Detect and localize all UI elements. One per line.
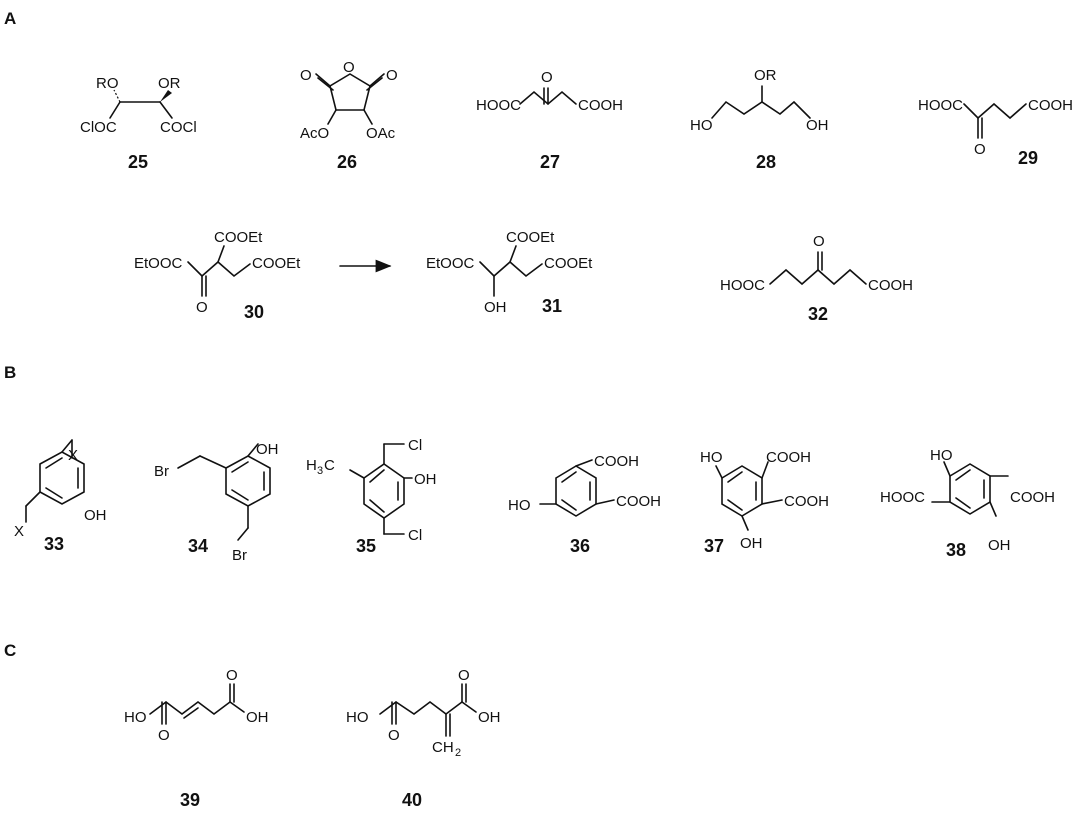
- compound-26: O O O AcO OAc 26: [300, 59, 398, 172]
- svg-text:Cl: Cl: [408, 527, 422, 544]
- svg-text:COOH: COOH: [1028, 97, 1073, 114]
- compound-27: O HOOC COOH 27: [476, 69, 623, 172]
- compound-35: Cl OH Cl H 3 C 35: [306, 437, 437, 556]
- svg-text:COOH: COOH: [616, 493, 661, 510]
- svg-text:O: O: [343, 59, 355, 76]
- svg-text:H: H: [306, 457, 317, 474]
- svg-text:CH: CH: [432, 739, 454, 756]
- panel-label-c: C: [4, 641, 16, 660]
- compound-33: X OH X 33: [14, 439, 107, 554]
- compound-39: O O HO OH 39: [124, 667, 269, 810]
- svg-text:O: O: [974, 141, 986, 158]
- svg-text:OR: OR: [158, 75, 181, 92]
- compound-29: O HOOC COOH 29: [918, 97, 1073, 168]
- svg-text:2: 2: [455, 747, 461, 759]
- svg-text:C: C: [324, 457, 335, 474]
- compound-label-33: 33: [44, 534, 64, 554]
- svg-text:O: O: [813, 233, 825, 250]
- svg-text:OH: OH: [84, 507, 107, 524]
- svg-text:OH: OH: [740, 535, 763, 552]
- svg-text:COOEt: COOEt: [214, 229, 263, 246]
- svg-text:Br: Br: [154, 463, 169, 480]
- svg-text:EtOOC: EtOOC: [426, 255, 475, 272]
- svg-text:Cl: Cl: [408, 437, 422, 454]
- svg-text:COOH: COOH: [594, 453, 639, 470]
- svg-text:HOOC: HOOC: [476, 97, 521, 114]
- svg-text:OH: OH: [806, 117, 829, 134]
- svg-text:3: 3: [317, 465, 323, 477]
- compound-label-28: 28: [756, 152, 776, 172]
- compound-34: OH Br Br 34: [154, 441, 279, 564]
- svg-text:COCl: COCl: [160, 119, 197, 136]
- svg-text:COOEt: COOEt: [544, 255, 593, 272]
- compound-30: O EtOOC COOEt COOEt 30: [134, 229, 301, 322]
- svg-text:O: O: [386, 67, 398, 84]
- svg-text:O: O: [196, 299, 208, 316]
- svg-text:COOH: COOH: [1010, 489, 1055, 506]
- svg-text:HO: HO: [700, 449, 723, 466]
- panel-label-a: A: [4, 9, 16, 28]
- svg-text:HO: HO: [346, 709, 369, 726]
- svg-text:AcO: AcO: [300, 125, 329, 142]
- compound-label-25: 25: [128, 152, 148, 172]
- svg-text:OH: OH: [478, 709, 501, 726]
- svg-text:OR: OR: [754, 67, 777, 84]
- svg-text:OH: OH: [414, 471, 437, 488]
- svg-text:HO: HO: [930, 447, 953, 464]
- compound-28: OR HO OH 28: [690, 67, 829, 172]
- svg-text:RO: RO: [96, 75, 119, 92]
- svg-text:X: X: [14, 523, 24, 540]
- panel-label-b: B: [4, 363, 16, 382]
- compound-25: RO OR ClOC COCl 25: [80, 75, 197, 172]
- compound-40: O O HO OH CH 2 40: [346, 667, 501, 810]
- svg-text:HOOC: HOOC: [918, 97, 963, 114]
- compound-label-38: 38: [946, 540, 966, 560]
- compound-label-40: 40: [402, 790, 422, 810]
- compound-label-35: 35: [356, 536, 376, 556]
- svg-text:O: O: [541, 69, 553, 86]
- compound-31: OH EtOOC COOEt COOEt 31: [426, 229, 593, 316]
- compound-label-27: 27: [540, 152, 560, 172]
- compound-label-34: 34: [188, 536, 208, 556]
- svg-text:HO: HO: [124, 709, 147, 726]
- svg-text:OH: OH: [484, 299, 507, 316]
- svg-text:OH: OH: [256, 441, 279, 458]
- compound-label-36: 36: [570, 536, 590, 556]
- svg-text:O: O: [458, 667, 470, 684]
- svg-text:OH: OH: [988, 537, 1011, 554]
- svg-text:HOOC: HOOC: [720, 277, 765, 294]
- svg-text:COOH: COOH: [578, 97, 623, 114]
- compound-label-29: 29: [1018, 148, 1038, 168]
- svg-text:COOH: COOH: [784, 493, 829, 510]
- compound-32: O HOOC COOH 32: [720, 233, 913, 324]
- svg-text:COOH: COOH: [766, 449, 811, 466]
- svg-text:OH: OH: [246, 709, 269, 726]
- compound-label-30: 30: [244, 302, 264, 322]
- svg-text:COOEt: COOEt: [252, 255, 301, 272]
- compound-label-31: 31: [542, 296, 562, 316]
- svg-text:ClOC: ClOC: [80, 119, 117, 136]
- compound-label-39: 39: [180, 790, 200, 810]
- compound-36: COOH COOH HO 36: [508, 453, 661, 556]
- svg-text:COOH: COOH: [868, 277, 913, 294]
- svg-text:EtOOC: EtOOC: [134, 255, 183, 272]
- compound-label-32: 32: [808, 304, 828, 324]
- svg-text:HO: HO: [690, 117, 713, 134]
- compound-label-37: 37: [704, 536, 724, 556]
- compound-38: HO COOH HOOC OH 38: [880, 447, 1055, 560]
- svg-text:O: O: [158, 727, 170, 744]
- compound-label-26: 26: [337, 152, 357, 172]
- svg-text:O: O: [388, 727, 400, 744]
- svg-text:HOOC: HOOC: [880, 489, 925, 506]
- svg-text:O: O: [226, 667, 238, 684]
- svg-text:O: O: [300, 67, 312, 84]
- compound-37: HO COOH COOH OH 37: [700, 449, 829, 556]
- svg-text:OAc: OAc: [366, 125, 396, 142]
- svg-text:Br: Br: [232, 547, 247, 564]
- svg-text:HO: HO: [508, 497, 531, 514]
- svg-text:X: X: [68, 447, 78, 464]
- svg-text:COOEt: COOEt: [506, 229, 555, 246]
